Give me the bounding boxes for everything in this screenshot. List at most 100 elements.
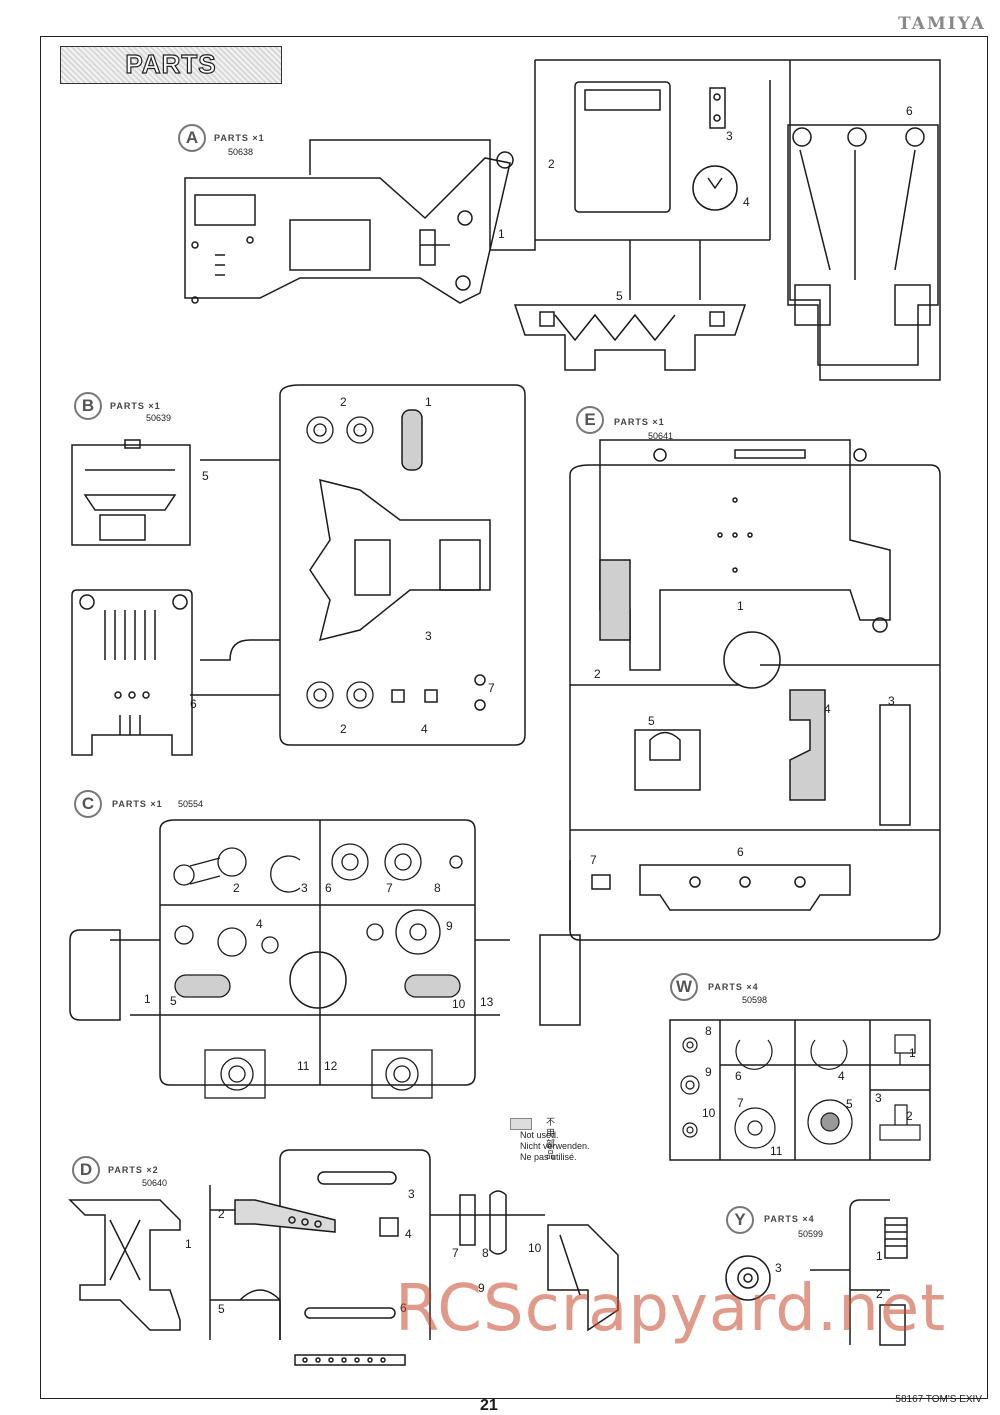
svg-text:2: 2 [218,1207,225,1221]
sheet-a-title: PARTS ×1 [214,133,265,143]
sheet-y-sprue [725,1199,908,1346]
svg-text:8: 8 [434,881,441,895]
svg-text:2: 2 [340,395,347,409]
svg-text:1: 1 [498,227,505,241]
sheet-d-sprue [68,1149,619,1366]
legend-fr: Ne pas utilisé. [520,1152,577,1162]
svg-text:8: 8 [482,1246,489,1260]
sheet-b-title: PARTS ×1 [110,401,161,411]
svg-text:5: 5 [648,714,655,728]
svg-text:2: 2 [233,881,240,895]
parts-header-title: PARTS [125,48,217,79]
sheet-w-badge: W [670,973,698,1001]
svg-text:4: 4 [405,1227,412,1241]
svg-text:4: 4 [256,917,263,931]
svg-text:9: 9 [705,1065,712,1079]
sheet-w-sprue [669,1019,931,1161]
sheet-e-badge: E [576,406,604,434]
svg-text:2: 2 [594,667,601,681]
page-frame [40,36,988,1399]
sheet-b-code: 50639 [146,413,172,423]
svg-text:5: 5 [218,1302,225,1316]
sheet-y-badge: Y [726,1206,754,1234]
svg-text:2: 2 [340,722,347,736]
model-code: 58167 TOM'S EXIV [895,1394,982,1405]
svg-text:5: 5 [170,994,177,1008]
svg-text:9: 9 [446,919,453,933]
parts-header: PARTS [60,46,282,84]
svg-text:1: 1 [185,1237,192,1251]
sheet-b-badge: B [74,392,102,420]
svg-text:10: 10 [702,1106,716,1120]
sheet-a-code: 50638 [228,147,254,157]
svg-text:6: 6 [735,1069,742,1083]
svg-text:1: 1 [425,395,432,409]
svg-text:6: 6 [906,104,913,118]
svg-text:4: 4 [743,195,750,209]
sheet-c-badge: C [74,790,102,818]
svg-text:7: 7 [386,881,393,895]
sheet-d-title: PARTS ×2 [108,1165,159,1175]
sheet-e-sprue [569,439,941,941]
svg-text:11: 11 [297,1059,310,1073]
svg-text:6: 6 [737,845,744,859]
sheet-y-title: PARTS ×4 [764,1214,815,1224]
svg-text:3: 3 [775,1261,782,1275]
svg-text:7: 7 [737,1096,744,1110]
legend-jp: 不用部品 [546,1117,556,1160]
svg-text:9: 9 [478,1281,485,1295]
svg-text:1: 1 [144,992,151,1006]
svg-text:8: 8 [705,1024,712,1038]
svg-text:1: 1 [737,599,744,613]
svg-text:12: 12 [324,1059,338,1073]
sheet-y-code: 50599 [798,1229,824,1239]
sheet-e-title: PARTS ×1 [614,417,665,427]
sheet-c-sprue [69,819,581,1099]
svg-text:6: 6 [190,697,197,711]
svg-text:4: 4 [838,1069,845,1083]
svg-text:5: 5 [202,469,209,483]
legend-swatch [510,1118,532,1130]
svg-text:3: 3 [875,1091,882,1105]
svg-text:3: 3 [408,1187,415,1201]
svg-text:5: 5 [616,289,623,303]
svg-text:5: 5 [846,1097,853,1111]
svg-text:7: 7 [452,1246,459,1260]
sheet-a-sprue [184,59,941,381]
svg-text:10: 10 [528,1241,542,1255]
sheet-c-code: 50554 [178,799,204,809]
svg-text:3: 3 [301,881,308,895]
sheet-w-title: PARTS ×4 [708,982,759,992]
svg-text:2: 2 [906,1109,913,1123]
svg-text:7: 7 [590,853,597,867]
svg-text:3: 3 [726,129,733,143]
sheet-d-code: 50640 [142,1178,168,1188]
sheet-b-sprue [71,384,526,756]
svg-text:6: 6 [400,1301,407,1315]
svg-text:4: 4 [824,702,831,716]
watermark: RCScrapyard.net [395,1272,947,1346]
svg-text:11: 11 [770,1144,783,1158]
svg-text:1: 1 [876,1249,883,1263]
brand-logo: TAMIYA [898,14,986,34]
svg-text:3: 3 [888,694,895,708]
svg-text:7: 7 [488,681,495,695]
sheet-e-code: 50641 [648,431,674,441]
svg-text:1: 1 [909,1046,916,1060]
page-number: 21 [480,1397,498,1414]
svg-text:6: 6 [325,881,332,895]
legend-de: Nicht verwenden. [520,1141,590,1151]
svg-text:3: 3 [425,629,432,643]
svg-text:2: 2 [876,1287,883,1301]
sheet-a-badge: A [178,124,206,152]
svg-text:4: 4 [421,722,428,736]
sheet-d-badge: D [72,1156,100,1184]
sheet-c-title: PARTS ×1 [112,799,163,809]
legend-en: Not used. [520,1130,559,1140]
svg-text:13: 13 [480,995,494,1009]
legend-lines: Not used. Nicht verwenden. Ne pas utilis… [520,1130,590,1163]
sheet-w-code: 50598 [742,995,768,1005]
svg-text:2: 2 [548,157,555,171]
